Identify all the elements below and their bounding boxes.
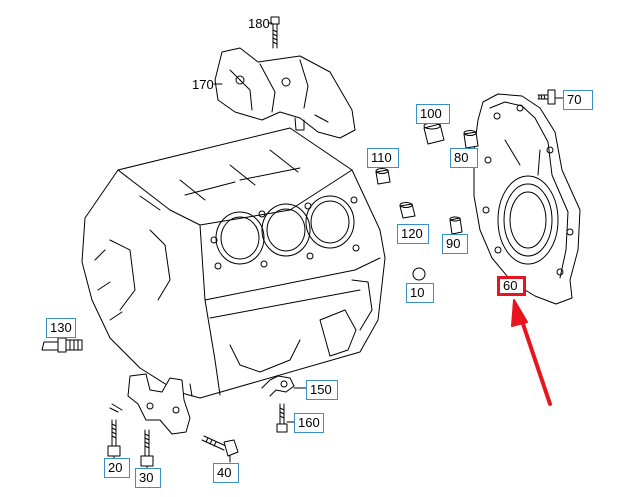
part-10-plug <box>412 267 426 281</box>
callout-30[interactable]: 30 <box>135 468 161 488</box>
part-40-bolt <box>201 435 239 457</box>
callout-10[interactable]: 10 <box>406 283 434 303</box>
part-120-sleeve <box>399 202 416 219</box>
part-20-bolt <box>107 419 121 457</box>
part-170-bracket <box>214 47 356 139</box>
callout-160[interactable]: 160 <box>294 413 324 433</box>
part-180-bolt <box>270 16 280 49</box>
callout-130[interactable]: 130 <box>46 318 76 338</box>
part-150-clip <box>261 375 295 397</box>
callout-40[interactable]: 40 <box>213 463 239 483</box>
highlight-arrow <box>511 299 552 406</box>
part-70-bolt <box>537 89 556 105</box>
part-160-bolt <box>276 403 288 433</box>
engine-block <box>81 127 386 399</box>
callout-90[interactable]: 90 <box>442 234 468 254</box>
part-130-sensor <box>41 337 83 353</box>
part-90-dowel <box>449 216 463 235</box>
part-60-rear-cover <box>473 93 581 305</box>
callout-120[interactable]: 120 <box>397 224 429 244</box>
part-100-sleeve <box>423 122 445 145</box>
callout-110[interactable]: 110 <box>367 148 399 168</box>
callout-70[interactable]: 70 <box>563 90 593 110</box>
callout-170[interactable]: 170 <box>192 77 214 92</box>
callout-100[interactable]: 100 <box>416 104 450 124</box>
part-110-sleeve <box>375 168 391 185</box>
callout-180[interactable]: 180 <box>248 16 270 31</box>
lower-bracket <box>109 373 191 435</box>
part-80-sleeve <box>463 130 479 149</box>
part-30-bolt <box>140 429 154 467</box>
callout-80[interactable]: 80 <box>450 148 478 168</box>
callout-150[interactable]: 150 <box>306 380 338 400</box>
callout-20[interactable]: 20 <box>104 458 130 478</box>
callout-60-highlighted[interactable]: 60 <box>497 276 526 296</box>
